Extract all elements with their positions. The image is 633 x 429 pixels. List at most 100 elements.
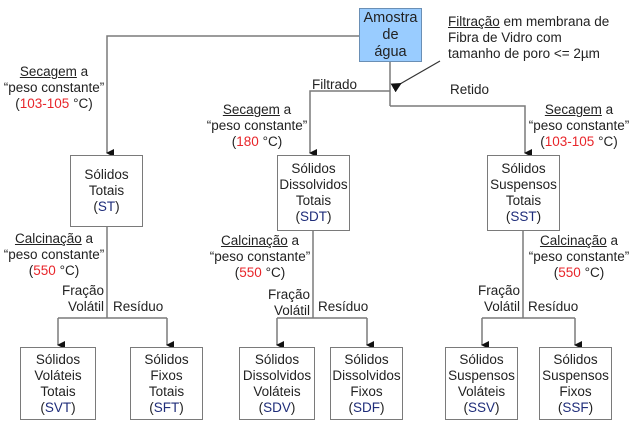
paren: ( [540, 134, 545, 149]
abbreviation: SDT [300, 209, 327, 224]
box-line: Fixos [150, 367, 183, 383]
box-sdt: Sólidos Dissolvidos Totais (SDT) [277, 155, 350, 231]
box-line: Suspensos [448, 367, 515, 383]
box-ssv: Sólidos Suspensos Voláteis (SSV) [445, 347, 518, 420]
abbreviation: SSV [467, 399, 495, 415]
box-abbr-line: (SDT) [295, 209, 332, 224]
filtration-line1-rest: em membrana de [499, 14, 610, 29]
drying-temperature: 180 [236, 134, 259, 149]
box-abbr-line: (SSV) [463, 399, 500, 415]
volatile-fraction-label-middle: Fração Volátil [266, 287, 310, 319]
drying-suffix: a [76, 64, 89, 79]
box-abbr-line: (SDF) [348, 399, 385, 415]
fraction-line2: Volátil [483, 299, 520, 314]
sample-line-3: água [374, 43, 407, 60]
filtrado-label: Filtrado [312, 77, 358, 92]
box-abbr-line: (SFT) [149, 399, 184, 415]
box-abbr-line: (ST) [93, 199, 120, 214]
drying-temperature: 103-105 [19, 96, 70, 111]
abbreviation: SST [510, 209, 537, 224]
calcination-action: Calcinação [539, 233, 607, 248]
fraction-line2: Volátil [67, 299, 104, 314]
box-abbr-line: (SDV) [258, 399, 296, 415]
temperature-unit: °C) [594, 134, 618, 149]
filtration-line3: tamanho de poro <= 2µm [448, 46, 600, 61]
sample-line-1: Amostra [363, 9, 418, 26]
drying-suffix: a [279, 102, 292, 117]
box-line: Voláteis [253, 383, 301, 399]
drying-label-left: Secagem a “peso constante” (103-105 °C) [2, 64, 106, 112]
temperature-unit: °C) [580, 265, 605, 280]
line-filtrado [309, 90, 390, 157]
volatile-fraction-label-left: Fração Volátil [60, 283, 104, 315]
line-sample-to-st [106, 35, 359, 157]
fraction-line1: Fração [477, 283, 520, 298]
box-line: Fixos [350, 383, 383, 399]
box-line: Dissolvidos [279, 177, 348, 192]
calcination-condition: “peso constante” [3, 247, 105, 262]
drying-temperature: 103-105 [544, 134, 595, 149]
drying-condition: “peso constante” [206, 118, 308, 133]
calcination-suffix: a [606, 233, 619, 248]
paren: ( [15, 96, 20, 111]
abbreviation: SDV [263, 399, 291, 415]
box-abbr-line: (SST) [505, 209, 542, 224]
box-line: Sólidos [344, 351, 389, 367]
paren: ( [231, 134, 237, 149]
retido-label: Retido [450, 82, 490, 97]
abbreviation: ST [97, 199, 116, 214]
abbreviation: SDF [353, 399, 380, 415]
box-line: Sólidos [35, 351, 81, 367]
box-line: Suspensos [542, 367, 609, 383]
sample-box: Amostra de água [359, 8, 422, 62]
abbreviation: SVT [44, 399, 72, 415]
drying-condition: “peso constante” [3, 80, 105, 95]
box-line: Sólidos [254, 351, 300, 367]
box-st: Sólidos Totais (ST) [70, 155, 143, 227]
box-line: Totais [40, 383, 76, 399]
box-line: Sólidos [553, 351, 598, 367]
paren: ( [28, 263, 34, 278]
box-sst: Sólidos Suspensos Totais (SST) [487, 155, 560, 231]
fraction-line2: Volátil [273, 303, 310, 318]
paren: ( [234, 265, 240, 280]
temperature-unit: °C) [55, 263, 80, 278]
filtration-pointer-arrow [390, 60, 441, 93]
drying-action: Secagem [222, 102, 280, 117]
box-line: Sólidos [501, 161, 546, 176]
box-line: Dissolvidos [242, 367, 312, 383]
box-svt: Sólidos Voláteis Totais (SVT) [20, 347, 96, 420]
box-line: Voláteis [34, 367, 82, 383]
drying-suffix: a [601, 102, 614, 117]
calcination-action: Calcinação [220, 233, 288, 248]
box-sdf: Sólidos Dissolvidos Fixos (SDF) [330, 347, 403, 420]
drying-condition: “peso constante” [528, 118, 630, 133]
residue-label-left: Resíduo [113, 299, 164, 314]
residue-label-middle: Resíduo [318, 299, 369, 314]
drying-label-right: Secagem a “peso constante” (103-105 °C) [527, 102, 631, 150]
calcination-temperature: 550 [239, 265, 262, 280]
calcination-suffix: a [81, 231, 94, 246]
box-line: Sólidos [144, 351, 189, 367]
fraction-line1: Fração [267, 287, 310, 302]
box-line: Dissolvidos [332, 367, 401, 383]
calcination-suffix: a [287, 233, 300, 248]
sample-line-2: de [382, 26, 399, 43]
filtration-note: Filtração em membrana de Fibra de Vidro … [448, 14, 609, 62]
drying-label-middle: Secagem a “peso constante” (180 °C) [205, 102, 309, 150]
box-line: Sólidos [291, 161, 336, 176]
calcination-label-middle: Calcinação a “peso constante” (550 °C) [208, 233, 312, 281]
temperature-unit: °C) [261, 265, 286, 280]
drying-action: Secagem [544, 102, 602, 117]
box-sft: Sólidos Fixos Totais (SFT) [130, 347, 203, 420]
drying-action: Secagem [19, 64, 77, 79]
box-line: Sólidos [459, 351, 504, 367]
volatile-fraction-label-right: Fração Volátil [476, 283, 520, 315]
box-line: Totais [88, 183, 125, 198]
residue-label-right: Resíduo [528, 299, 579, 314]
calcination-condition: “peso constante” [209, 249, 311, 264]
box-abbr-line: (SSF) [557, 399, 594, 415]
calcination-condition: “peso constante” [528, 249, 630, 264]
line-retido [390, 105, 532, 157]
